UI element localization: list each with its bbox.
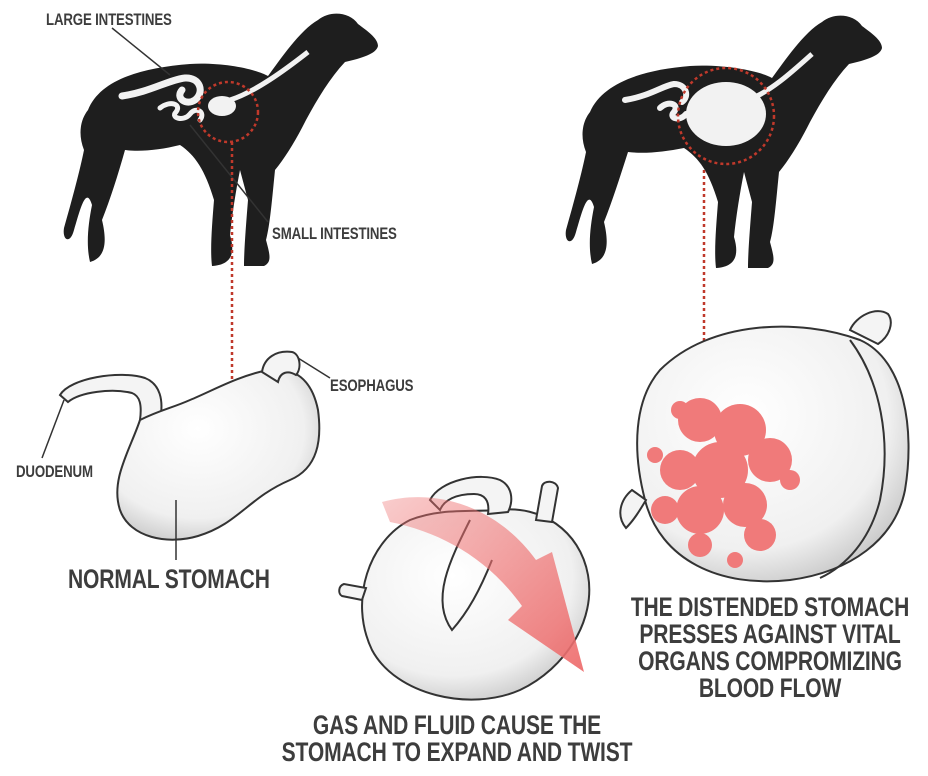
distended-caption-line-3: ORGANS COMPROMIZING [606, 648, 928, 675]
pressure-spot [660, 450, 700, 490]
distended-caption: THE DISTENDED STOMACH PRESSES AGAINST VI… [606, 594, 928, 702]
twist-tube-right [536, 482, 558, 522]
large-intestines-label: LARGE INTESTINES [46, 10, 172, 30]
normal-stomach-label: NORMAL STOMACH [68, 566, 270, 593]
twist-tube-left [339, 584, 366, 600]
esophagus-leader [298, 358, 330, 378]
pressure-spot [651, 496, 679, 524]
pressure-spot [688, 533, 712, 557]
stomach-small [208, 96, 236, 116]
duodenum-leader [42, 400, 64, 458]
twist-caption-line-1: GAS AND FLUID CAUSE THE [274, 712, 641, 739]
pressure-spot [671, 401, 689, 419]
pressure-spot [744, 519, 776, 551]
large-intestines-leader [112, 28, 170, 75]
distended-caption-line-2: PRESSES AGAINST VITAL [606, 621, 928, 648]
stomach-distended-small [686, 82, 766, 146]
twisted-stomach-illustration [339, 477, 589, 700]
small-intestines-label: SMALL INTESTINES [272, 224, 397, 244]
pressure-spot [727, 552, 743, 568]
distended-caption-line-1: THE DISTENDED STOMACH [606, 594, 928, 621]
pressure-spot [647, 447, 663, 463]
distended-caption-line-4: BLOOD FLOW [606, 675, 928, 702]
twist-caption: GAS AND FLUID CAUSE THE STOMACH TO EXPAN… [274, 712, 641, 766]
distended-stomach-illustration [620, 311, 908, 581]
distended-tube-left [620, 490, 646, 528]
dog-bloated [566, 16, 882, 268]
duodenum-label: DUODENUM [16, 462, 93, 482]
pressure-spot [780, 470, 800, 490]
normal-stomach-illustration [42, 352, 330, 560]
duodenum-tube [60, 375, 161, 420]
pressure-spot [676, 486, 724, 534]
twist-caption-line-2: STOMACH TO EXPAND AND TWIST [274, 739, 641, 766]
esophagus-label: ESOPHAGUS [330, 376, 413, 396]
